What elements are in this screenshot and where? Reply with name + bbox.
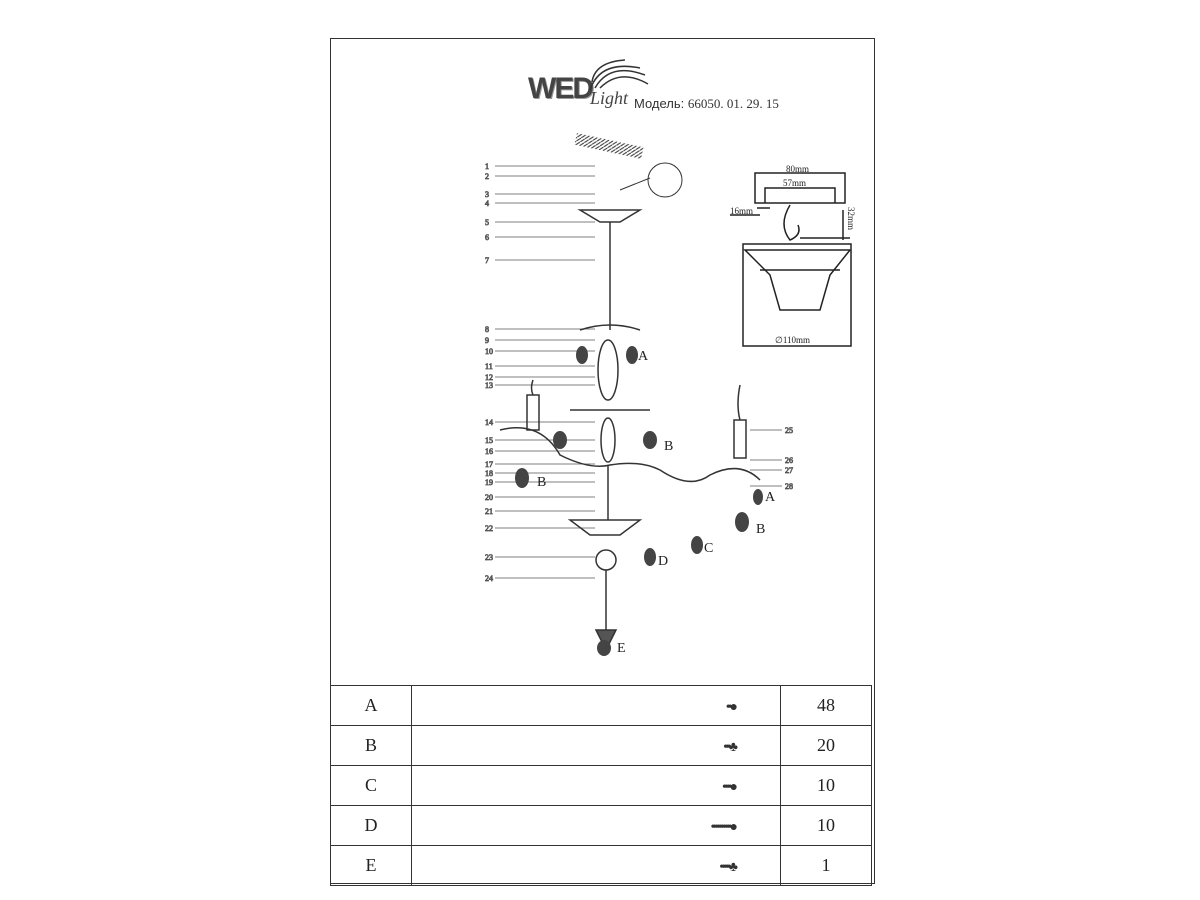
dim-outer-width: 80mm bbox=[786, 164, 809, 174]
model-number: 66050. 01. 29. 15 bbox=[687, 96, 779, 111]
callout-6: 6 bbox=[485, 233, 489, 242]
chain bbox=[577, 209, 643, 330]
callout-3: 3 bbox=[485, 190, 489, 199]
callout-20: 20 bbox=[485, 493, 493, 502]
part-qty: 10 bbox=[780, 805, 872, 846]
parts-row: C ••••● 10 bbox=[330, 765, 872, 806]
part-qty: 10 bbox=[780, 765, 872, 806]
callout-13: 13 bbox=[485, 381, 493, 390]
pendant-c-icon: ••••● bbox=[721, 780, 738, 795]
pendant-label-d: D bbox=[658, 554, 668, 569]
brand-logo-sub: Light bbox=[590, 88, 629, 108]
part-icon-cell: •••••♣ bbox=[411, 845, 781, 886]
callout-27: 27 bbox=[785, 466, 793, 475]
crystal-pendants bbox=[515, 346, 763, 656]
pendant-b-icon: •••♣ bbox=[723, 740, 738, 755]
callout-26: 26 bbox=[785, 456, 793, 465]
callout-2: 2 bbox=[485, 172, 489, 181]
ceiling-mount bbox=[574, 133, 644, 159]
callout-25: 25 bbox=[785, 426, 793, 435]
part-qty: 1 bbox=[780, 845, 872, 886]
dim-height: 32mm bbox=[846, 207, 856, 230]
dimension-inset bbox=[730, 172, 852, 347]
callout-19: 19 bbox=[485, 478, 493, 487]
callout-18: 18 bbox=[485, 469, 493, 478]
part-icon-cell: •••♣ bbox=[411, 725, 781, 766]
callout-7: 7 bbox=[485, 256, 489, 265]
model-label: Модель: bbox=[634, 96, 685, 111]
pendant-label-a2: A bbox=[765, 490, 776, 505]
callout-17: 17 bbox=[485, 460, 493, 469]
part-qty: 48 bbox=[780, 685, 872, 726]
pendant-a-icon: ••● bbox=[725, 700, 738, 715]
part-letter: E bbox=[330, 845, 412, 886]
pendant-label-a: A bbox=[638, 349, 649, 364]
part-icon-cell: ••••● bbox=[411, 765, 781, 806]
chandelier-body bbox=[499, 324, 761, 652]
dim-diameter: ∅110mm bbox=[775, 335, 810, 345]
part-qty: 20 bbox=[780, 725, 872, 766]
pendant-label-b3: B bbox=[756, 522, 765, 537]
callout-21: 21 bbox=[485, 507, 493, 516]
part-letter: D bbox=[330, 805, 412, 846]
parts-row: A ••● 48 bbox=[330, 685, 872, 726]
detail-circle bbox=[647, 162, 683, 198]
callout-28: 28 bbox=[785, 482, 793, 491]
callout-4: 4 bbox=[485, 199, 489, 208]
pendant-label-b2: B bbox=[537, 475, 546, 490]
callout-9: 9 bbox=[485, 336, 489, 345]
dim-offset: 16mm bbox=[730, 206, 753, 216]
callout-1: 1 bbox=[485, 162, 489, 171]
callout-24: 24 bbox=[485, 574, 493, 583]
callout-22: 22 bbox=[485, 524, 493, 533]
part-icon-cell: ••● bbox=[411, 685, 781, 726]
part-letter: A bbox=[330, 685, 412, 726]
callout-23: 23 bbox=[485, 553, 493, 562]
brand-logo: WED bbox=[528, 72, 594, 105]
callout-12: 12 bbox=[485, 373, 493, 382]
pendant-d-icon: ••••••••••● bbox=[710, 820, 739, 835]
logo-feather-icon bbox=[589, 59, 649, 91]
callout-8: 8 bbox=[485, 325, 489, 334]
callout-16: 16 bbox=[485, 447, 493, 456]
callout-11: 11 bbox=[485, 362, 493, 371]
model-caption: Модель: 66050. 01. 29. 15 bbox=[634, 96, 779, 112]
callout-10: 10 bbox=[485, 347, 493, 356]
dim-inner-width: 57mm bbox=[783, 178, 806, 188]
callout-15: 15 bbox=[485, 436, 493, 445]
callout-5: 5 bbox=[485, 218, 489, 227]
parts-row: B •••♣ 20 bbox=[330, 725, 872, 766]
part-letter: C bbox=[330, 765, 412, 806]
parts-row: D ••••••••••● 10 bbox=[330, 805, 872, 846]
pendant-e-icon: •••••♣ bbox=[719, 860, 738, 875]
pendant-label-b: B bbox=[664, 439, 673, 454]
pendant-label-e: E bbox=[617, 641, 626, 656]
part-letter: B bbox=[330, 725, 412, 766]
parts-row: E •••••♣ 1 bbox=[330, 845, 872, 886]
pendant-label-c: C bbox=[704, 541, 713, 556]
part-icon-cell: ••••••••••● bbox=[411, 805, 781, 846]
pendant-labels: A B B A B C D E bbox=[537, 349, 776, 656]
callout-14: 14 bbox=[485, 418, 493, 427]
